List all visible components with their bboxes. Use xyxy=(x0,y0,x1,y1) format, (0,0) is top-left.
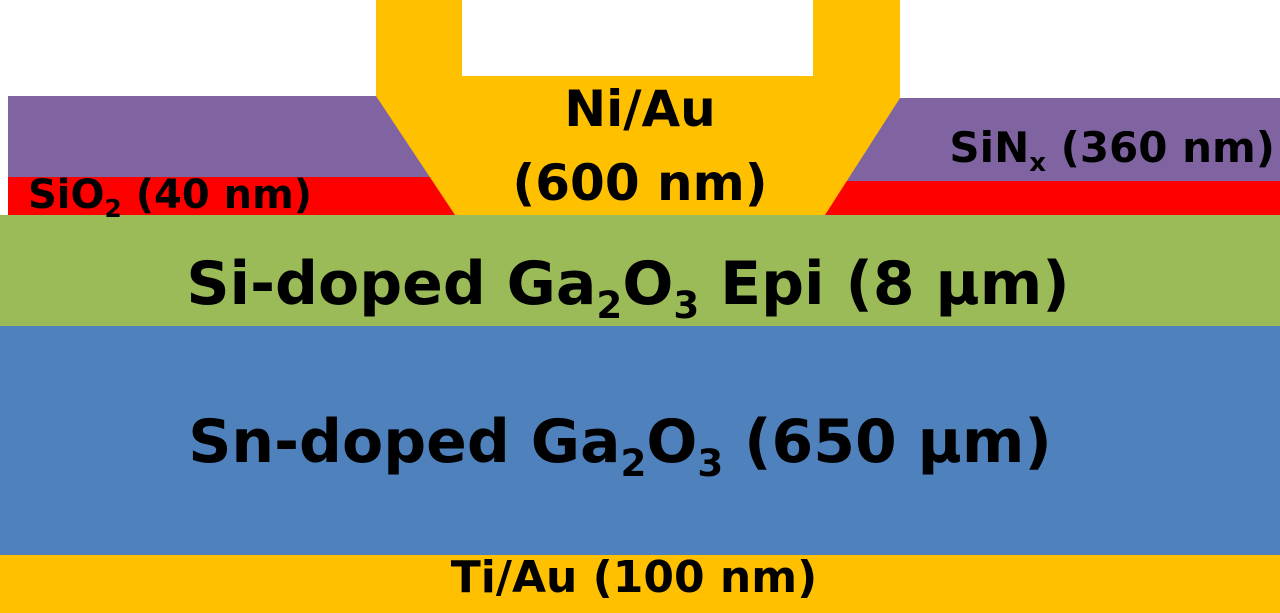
sinx-layer-left xyxy=(8,96,455,177)
sio2-layer-left xyxy=(8,177,455,215)
cathode-layer xyxy=(0,555,1280,613)
sinx-label: SiNx (360 nm) xyxy=(949,123,1275,178)
anode-contact xyxy=(376,0,900,215)
epi-label: Si-doped Ga2O3 Epi (8 µm) xyxy=(186,249,1069,327)
anode-label-line2: (600 nm) xyxy=(512,154,767,212)
epi-layer xyxy=(0,215,1280,326)
sinx-layer-right xyxy=(825,98,1280,181)
sio2-layer-right xyxy=(825,181,1280,215)
anode-label-line1: Ni/Au xyxy=(564,80,716,138)
cathode-label: Ti/Au (100 nm) xyxy=(451,552,817,603)
substrate-label: Sn-doped Ga2O3 (650 µm) xyxy=(188,407,1052,485)
substrate-layer xyxy=(0,326,1280,555)
sio2-label: SiO2 (40 nm) xyxy=(28,172,312,223)
